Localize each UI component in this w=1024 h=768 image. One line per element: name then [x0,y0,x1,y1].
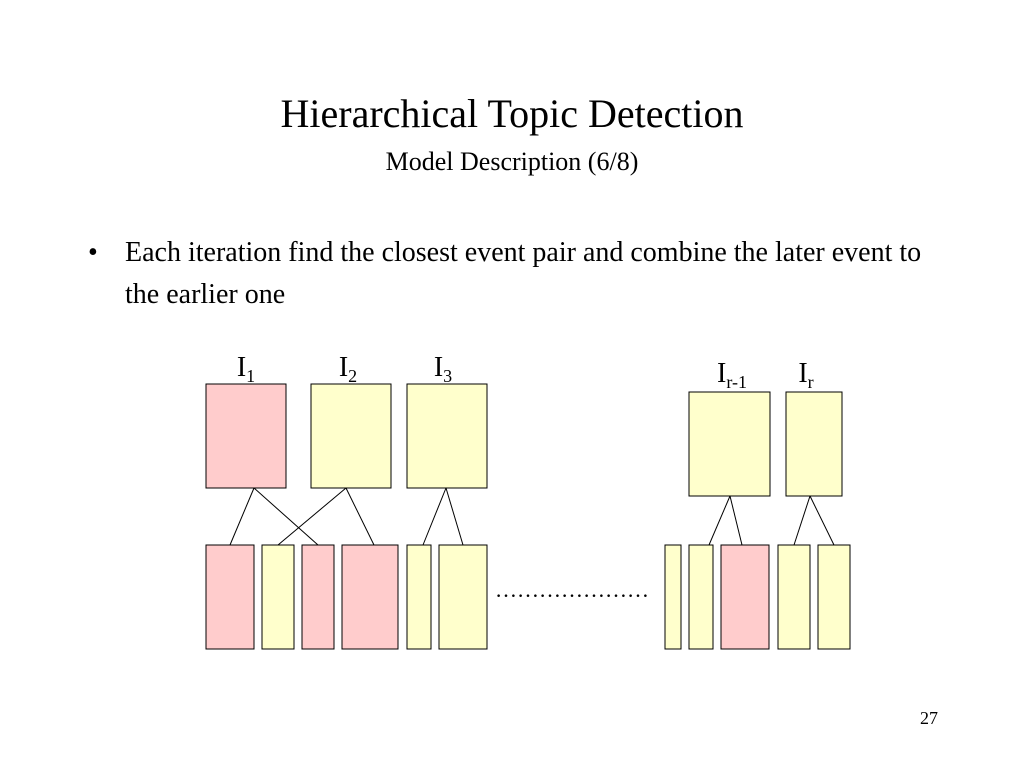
event-box [205,544,255,650]
connector-line [708,495,731,546]
topic-label: Ir [798,358,813,392]
topic-label: I1 [237,352,255,386]
event-box [777,544,811,650]
event-box [817,544,851,650]
event-box [664,544,682,650]
topic-label: I3 [434,352,452,386]
event-box [406,544,432,650]
event-box [720,544,770,650]
connector-line [253,487,319,546]
topic-box [785,391,843,497]
page-number: 27 [920,708,938,728]
connector-line [345,487,375,546]
bullet-text: Each iteration find the closest event pa… [125,237,922,310]
topic-label: Ir-1 [717,358,747,392]
topic-box [205,383,287,489]
topic-boxes [205,383,843,497]
connector-line [729,495,743,546]
connector-line [445,487,464,546]
topic-box [688,391,771,497]
connector-lines [229,487,835,546]
event-box [261,544,295,650]
event-box [688,544,714,650]
topic-label: I2 [339,352,357,386]
slide-subtitle: Model Description (6/8) [385,147,639,176]
event-box [438,544,488,650]
bullet-marker: • [88,237,98,268]
connector-line [422,487,447,546]
ellipsis-dots: ………………… [495,577,649,602]
event-box [341,544,399,650]
topic-labels: I1 I2 I3 Ir-1 Ir [237,352,814,392]
event-boxes [205,544,851,650]
topic-box [406,383,488,489]
slide-title: Hierarchical Topic Detection [280,91,744,136]
connector-line [229,487,255,546]
topic-box [310,383,392,489]
connector-line [809,495,835,546]
connector-line [793,495,811,546]
connector-line [277,487,347,546]
event-box [301,544,335,650]
